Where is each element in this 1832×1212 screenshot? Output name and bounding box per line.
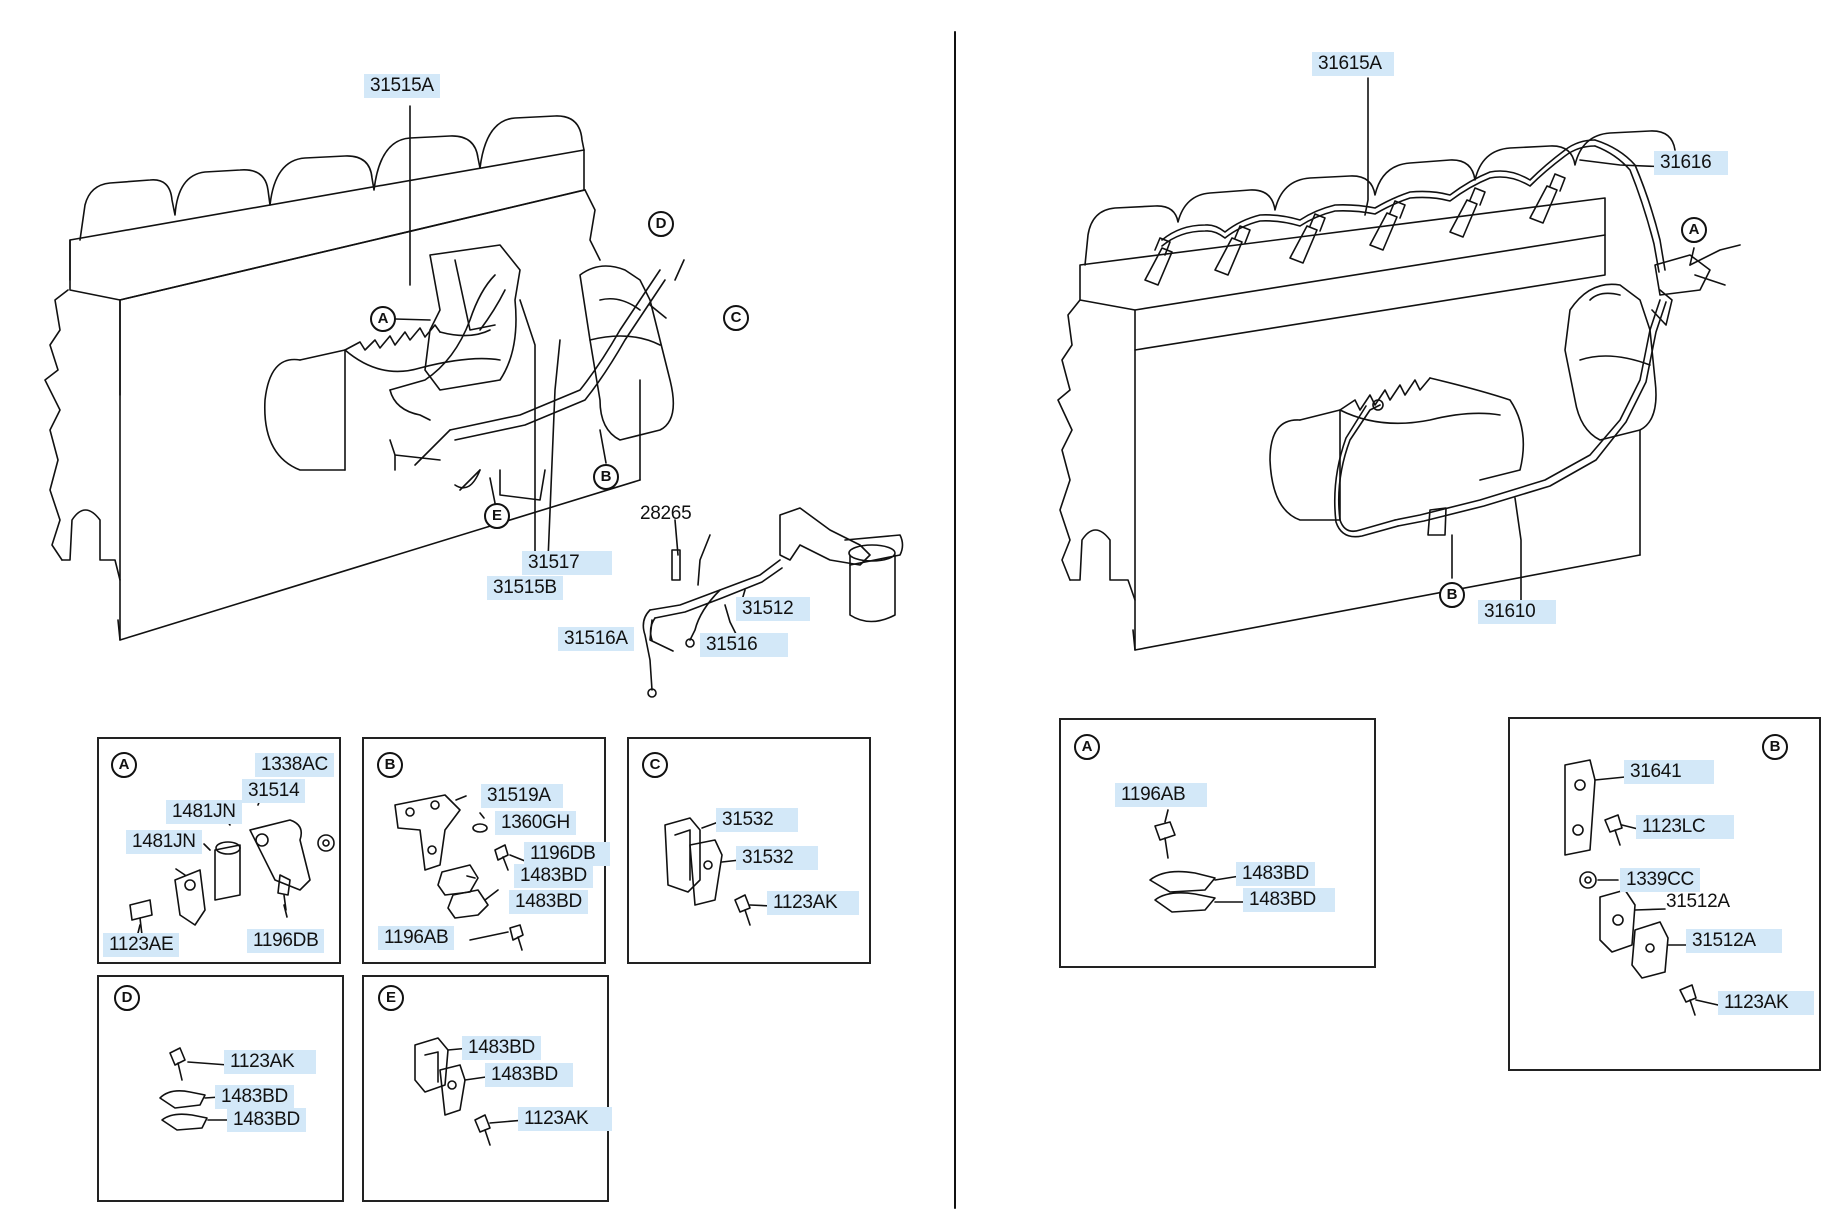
detail-c-part-31532-lower[interactable]: 31532 (736, 846, 818, 870)
part-callout-31615a[interactable]: 31615A (1312, 52, 1394, 76)
detail-c-part-1123ak[interactable]: 1123AK (767, 891, 859, 915)
detail-a-part-1481jn-upper[interactable]: 1481JN (166, 800, 242, 824)
detail-label-c-left: C (642, 752, 668, 778)
detail-b-right-part-1339cc[interactable]: 1339CC (1620, 868, 1700, 892)
detail-d-part-1483bd-upper[interactable]: 1483BD (215, 1085, 294, 1109)
detail-b-right-part-1123ak[interactable]: 1123AK (1718, 991, 1814, 1015)
detail-box-d-left (97, 975, 344, 1202)
detail-e-part-1483bd-upper[interactable]: 1483BD (462, 1036, 541, 1060)
detail-a-part-1123ae[interactable]: 1123AE (103, 933, 180, 957)
detail-a-right-part-1483bd-lower[interactable]: 1483BD (1243, 888, 1335, 912)
detail-a-right-part-1483bd-upper[interactable]: 1483BD (1236, 862, 1315, 886)
right-engine-block (1058, 131, 1740, 650)
detail-label-d-left: D (114, 985, 140, 1011)
marker-b[interactable]: B (593, 464, 619, 490)
detail-box-b-right (1508, 717, 1821, 1071)
part-callout-31616[interactable]: 31616 (1654, 151, 1728, 175)
detail-e-part-1483bd-lower[interactable]: 1483BD (485, 1063, 573, 1087)
marker-d[interactable]: D (648, 211, 674, 237)
detail-b-part-1483bd-lower[interactable]: 1483BD (509, 890, 588, 914)
part-callout-31610[interactable]: 31610 (1478, 600, 1556, 624)
detail-b-right-part-1123lc[interactable]: 1123LC (1636, 815, 1734, 839)
marker-a[interactable]: A (370, 306, 396, 332)
detail-b-right-part-31641[interactable]: 31641 (1624, 760, 1714, 784)
detail-b-part-1360gh[interactable]: 1360GH (495, 811, 576, 835)
detail-c-left-art (665, 818, 772, 925)
detail-c-part-31532-upper[interactable]: 31532 (716, 808, 798, 832)
part-callout-31516a[interactable]: 31516A (558, 627, 634, 651)
detail-label-a-right: A (1074, 734, 1100, 760)
detail-d-part-1483bd-lower[interactable]: 1483BD (227, 1108, 306, 1132)
part-label-28265: 28265 (640, 503, 692, 524)
part-callout-31515a[interactable]: 31515A (364, 74, 440, 98)
detail-d-part-1123ak[interactable]: 1123AK (224, 1050, 316, 1074)
detail-a-part-1196db[interactable]: 1196DB (247, 929, 325, 953)
detail-b-part-1196ab[interactable]: 1196AB (378, 926, 455, 950)
detail-b-part-31519a[interactable]: 31519A (481, 784, 563, 808)
marker-b-right[interactable]: B (1439, 582, 1465, 608)
part-callout-31516[interactable]: 31516 (700, 633, 788, 657)
part-callout-31517[interactable]: 31517 (522, 551, 612, 575)
detail-a-right-part-1196ab[interactable]: 1196AB (1115, 783, 1207, 807)
right-leader-lines (1365, 78, 1694, 613)
marker-c[interactable]: C (723, 305, 749, 331)
part-callout-31512[interactable]: 31512 (736, 597, 810, 621)
detail-box-a-right (1059, 718, 1376, 968)
detail-label-a-left: A (111, 752, 137, 778)
marker-e[interactable]: E (484, 503, 510, 529)
part-callout-31515b[interactable]: 31515B (487, 576, 563, 600)
detail-a-part-1481jn-lower[interactable]: 1481JN (126, 830, 202, 854)
left-engine-block (45, 116, 673, 640)
detail-a-part-31514[interactable]: 31514 (242, 779, 306, 803)
detail-b-part-1196db[interactable]: 1196DB (524, 842, 610, 866)
detail-b-left-art (395, 795, 530, 950)
detail-a-right-art (1150, 810, 1255, 912)
detail-label-b-left: B (377, 752, 403, 778)
detail-e-part-1123ak[interactable]: 1123AK (518, 1107, 612, 1131)
detail-b-right-part-31512a-upper[interactable]: 31512A (1666, 891, 1730, 912)
detail-box-c-left (627, 737, 871, 964)
detail-box-a-left (97, 737, 341, 964)
detail-b-part-1483bd-upper[interactable]: 1483BD (514, 864, 593, 888)
detail-label-b-right: B (1762, 734, 1788, 760)
marker-a-right[interactable]: A (1681, 217, 1707, 243)
detail-a-part-1338ac[interactable]: 1338AC (255, 753, 334, 777)
detail-b-right-part-31512a-lower[interactable]: 31512A (1686, 929, 1782, 953)
detail-label-e-left: E (378, 985, 404, 1011)
detail-box-e-left (362, 975, 609, 1202)
